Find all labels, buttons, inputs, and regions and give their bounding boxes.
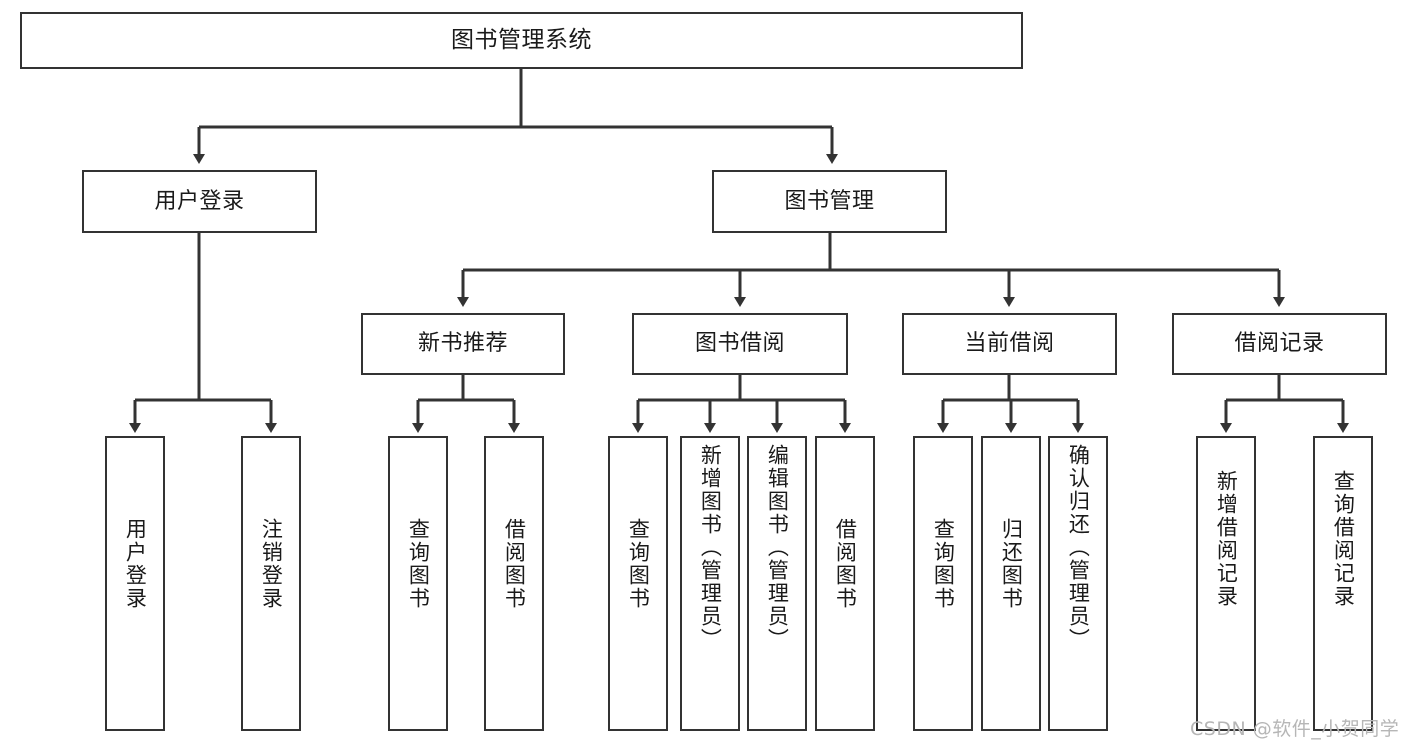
node-leaf-query-book-3[interactable]: 查询图书: [913, 436, 973, 731]
node-current-borrow-label: 当前借阅: [964, 331, 1055, 357]
node-leaf-query-book-2-label: 查询图书: [626, 518, 651, 610]
node-leaf-borrow-book-1[interactable]: 借阅图书: [484, 436, 544, 731]
node-root[interactable]: 图书管理系统: [20, 12, 1023, 69]
node-new-book-rec[interactable]: 新书推荐: [361, 313, 565, 375]
node-leaf-query-book-2[interactable]: 查询图书: [608, 436, 668, 731]
node-leaf-query-book-1-label: 查询图书: [406, 518, 431, 610]
node-leaf-borrow-book-2-label: 借阅图书: [833, 518, 858, 610]
node-leaf-query-book-1[interactable]: 查询图书: [388, 436, 448, 731]
node-leaf-logout-label: 注销登录: [259, 518, 284, 610]
node-leaf-user-login-label: 用户登录: [123, 518, 148, 610]
node-borrow-record-label: 借阅记录: [1234, 331, 1325, 357]
node-book-manage-label: 图书管理: [784, 188, 875, 214]
node-book-borrow[interactable]: 图书借阅: [632, 313, 848, 375]
node-leaf-add-record[interactable]: 新增借阅记录: [1196, 436, 1256, 731]
csdn-watermark: CSDN @软件_小贺同学: [1190, 718, 1400, 740]
node-book-borrow-label: 图书借阅: [694, 331, 785, 357]
node-leaf-user-login[interactable]: 用户登录: [105, 436, 165, 731]
node-new-book-rec-label: 新书推荐: [417, 331, 508, 357]
node-leaf-add-book[interactable]: 新增图书（管理员）: [680, 436, 740, 731]
node-leaf-borrow-book-2[interactable]: 借阅图书: [815, 436, 875, 731]
node-current-borrow[interactable]: 当前借阅: [902, 313, 1117, 375]
node-user-login[interactable]: 用户登录: [82, 170, 317, 233]
node-borrow-record[interactable]: 借阅记录: [1172, 313, 1387, 375]
node-leaf-return-book-label: 归还图书: [999, 518, 1024, 610]
node-root-label: 图书管理系统: [451, 26, 592, 53]
node-leaf-confirm-return[interactable]: 确认归还（管理员）: [1048, 436, 1108, 731]
node-leaf-logout[interactable]: 注销登录: [241, 436, 301, 731]
node-leaf-edit-book-label: 编辑图书（管理员）: [765, 444, 790, 651]
node-leaf-query-book-3-label: 查询图书: [931, 518, 956, 610]
node-leaf-add-book-label: 新增图书（管理员）: [698, 444, 723, 651]
node-leaf-query-record-label: 查询借阅记录: [1331, 470, 1356, 608]
node-leaf-add-record-label: 新增借阅记录: [1214, 470, 1239, 608]
node-leaf-confirm-return-label: 确认归还（管理员）: [1066, 444, 1091, 651]
node-leaf-query-record[interactable]: 查询借阅记录: [1313, 436, 1373, 731]
node-leaf-edit-book[interactable]: 编辑图书（管理员）: [747, 436, 807, 731]
node-leaf-borrow-book-1-label: 借阅图书: [502, 518, 527, 610]
node-user-login-label: 用户登录: [154, 188, 245, 214]
node-leaf-return-book[interactable]: 归还图书: [981, 436, 1041, 731]
node-book-manage[interactable]: 图书管理: [712, 170, 947, 233]
